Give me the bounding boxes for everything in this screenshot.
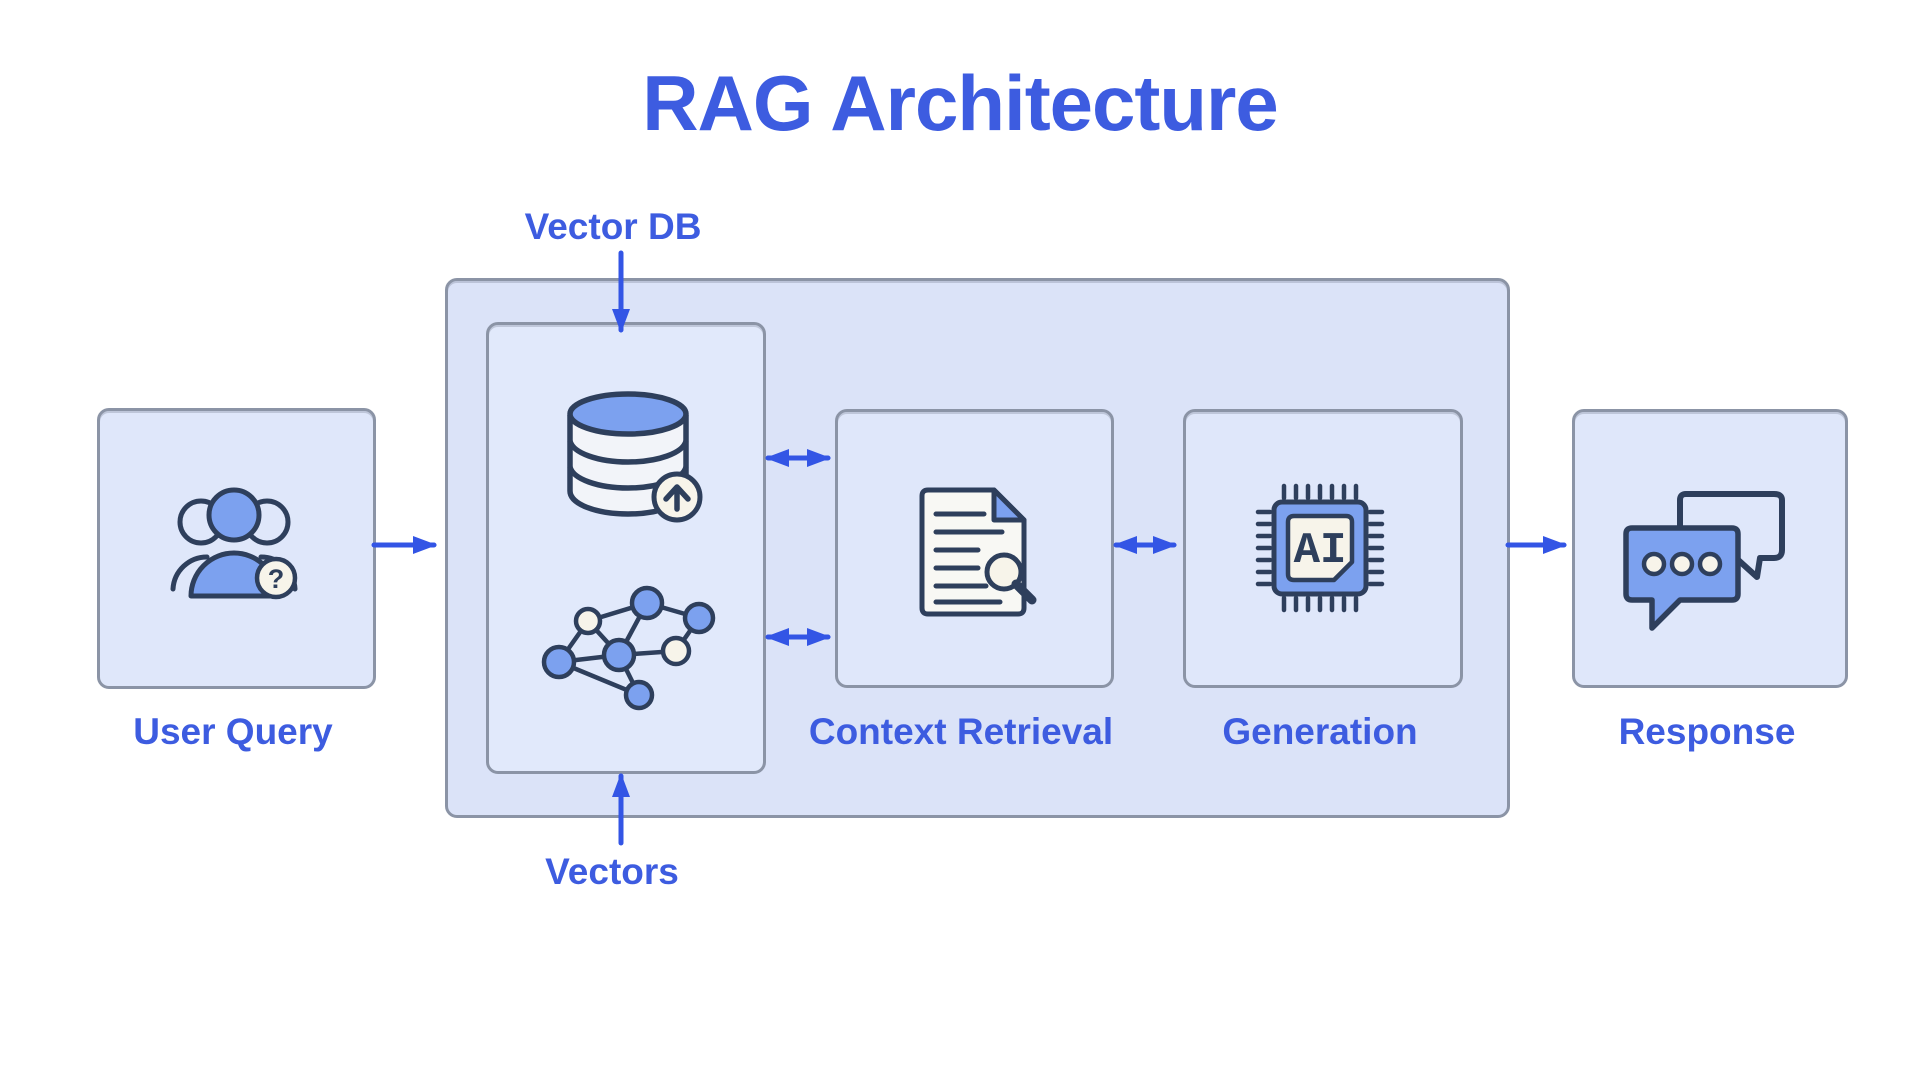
svg-text:?: ? [268, 564, 285, 594]
page-title: RAG Architecture [642, 59, 1279, 147]
user-query-box [97, 408, 376, 689]
vector-db-label: Vector DB [524, 206, 702, 247]
user-query-label: User Query [133, 711, 333, 752]
generation-label: Generation [1222, 711, 1418, 752]
database-upload-icon [553, 383, 703, 533]
vectors-label: Vectors [545, 851, 679, 892]
context-retrieval-label: Context Retrieval [808, 711, 1114, 752]
ai-chip-icon: AI [1250, 478, 1390, 618]
document-search-icon [912, 480, 1047, 620]
ai-chip-text: AI [1294, 526, 1347, 576]
users-question-icon: ? [159, 475, 309, 615]
chat-bubbles-icon [1618, 478, 1798, 633]
response-label: Response [1618, 711, 1796, 752]
vector-graph-icon [537, 583, 722, 718]
